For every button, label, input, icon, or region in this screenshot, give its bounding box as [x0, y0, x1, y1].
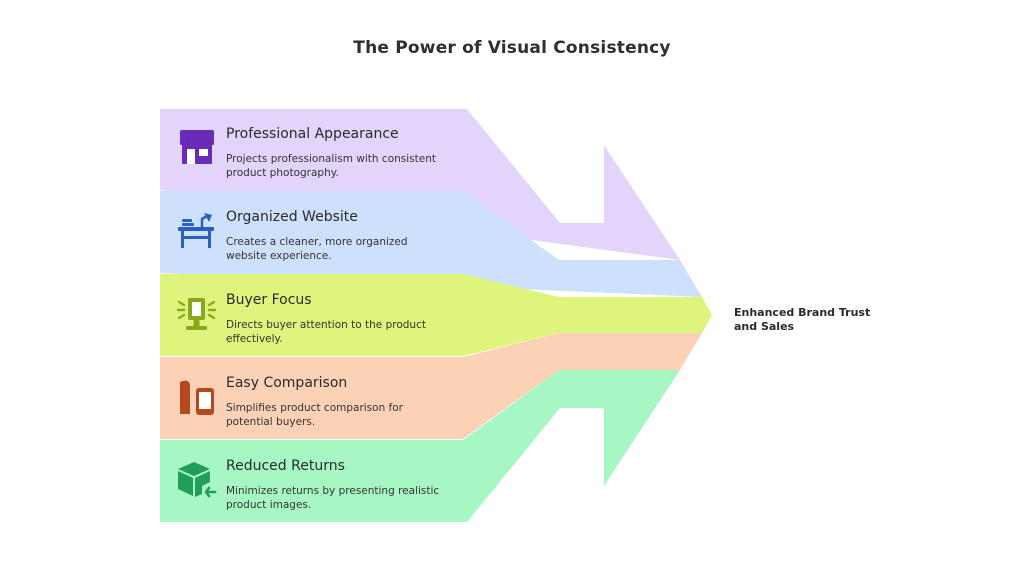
storefront-icon	[180, 130, 214, 164]
item-description: Directs buyer attention to the product	[226, 319, 426, 331]
item-description: product photography.	[226, 167, 339, 179]
item-description: potential buyers.	[226, 416, 315, 428]
item-description: product images.	[226, 499, 311, 511]
item-description: Creates a cleaner, more organized	[226, 236, 408, 248]
spotlight-display-icon	[176, 298, 217, 330]
outcome-label: Enhanced Brand Trust and Sales	[734, 306, 871, 333]
item-description: effectively.	[226, 333, 283, 345]
page-title: The Power of Visual Consistency	[353, 38, 671, 58]
item-title: Easy Comparison	[226, 375, 347, 391]
band-professional-appearance	[160, 109, 680, 260]
item-description: Projects professionalism with consistent	[226, 153, 436, 165]
compare-devices-icon	[180, 380, 214, 415]
item-title: Reduced Returns	[226, 458, 345, 474]
item-description: website experience.	[226, 250, 332, 262]
item-title: Organized Website	[226, 209, 358, 225]
band-reduced-returns	[160, 370, 680, 522]
item-title: Buyer Focus	[226, 292, 312, 308]
item-description: Simplifies product comparison for	[226, 402, 404, 414]
desk-lamp-icon	[178, 213, 214, 248]
band-easy-comparison	[160, 333, 702, 439]
item-title: Professional Appearance	[226, 126, 399, 142]
band-buyer-focus	[160, 274, 712, 356]
item-description: Minimizes returns by presenting realisti…	[226, 485, 439, 497]
return-box-icon	[178, 462, 217, 498]
band-organized-website	[160, 191, 702, 297]
